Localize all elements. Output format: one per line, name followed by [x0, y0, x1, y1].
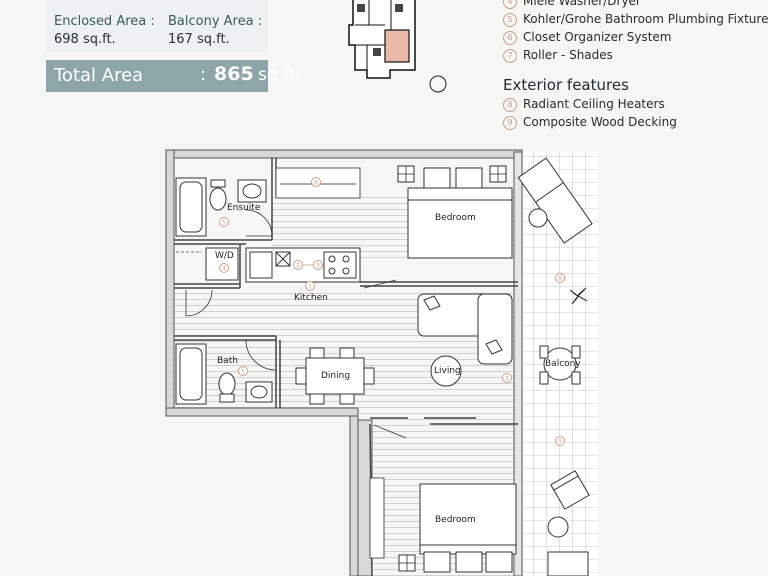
total-area-label: Total Area: [54, 65, 144, 86]
marker-1: 1: [308, 284, 312, 291]
room-label-bath: Bath: [217, 356, 238, 366]
marker-6: 6: [314, 180, 318, 187]
room-label-ensuite: Ensuite: [227, 203, 261, 213]
plant-icon: [569, 287, 588, 305]
key-plan: [348, 0, 416, 79]
room-label-wd: W/D: [215, 251, 234, 261]
enclosed-area-label: Enclosed Area :: [54, 14, 155, 29]
room-label-dining: Dining: [321, 371, 351, 381]
sofa: [417, 293, 513, 365]
area-summary: Enclosed Area : 698 sq.ft. Balcony Area …: [46, 0, 268, 52]
bed-2: [419, 483, 517, 573]
bed-1: [407, 167, 513, 259]
marker-9: 9: [558, 439, 562, 446]
compass-icon: [429, 75, 447, 93]
room-label-bedroom-1: Bedroom: [435, 213, 476, 223]
marker-7: 7: [505, 376, 509, 383]
marker-4: 4: [222, 266, 226, 273]
marker-3: 3: [316, 263, 320, 270]
kitchen-counter: [245, 247, 361, 283]
total-area-box: Total Area : 865 sq.ft.: [46, 60, 301, 92]
marker-5a: 5: [222, 220, 226, 227]
marker-8: 8: [558, 276, 562, 283]
room-label-living: Living: [434, 366, 461, 376]
total-area-unit: sq.ft.: [258, 65, 301, 85]
exterior-features-title: Exterior features: [503, 76, 629, 94]
balcony-area-value: 167 sq.ft.: [168, 32, 230, 47]
balcony-area-label: Balcony Area :: [168, 14, 263, 29]
room-label-bedroom-2: Bedroom: [435, 515, 476, 525]
room-label-balcony: Balcony: [545, 359, 581, 369]
marker-2: 2: [296, 263, 300, 270]
enclosed-area-value: 698 sq.ft.: [54, 32, 116, 47]
room-label-kitchen: Kitchen: [294, 293, 328, 303]
dining-table: [295, 347, 375, 405]
marker-5b: 5: [241, 369, 245, 376]
total-area-value: 865: [214, 63, 254, 85]
living-marker: [430, 355, 462, 387]
balcony-furniture: [517, 157, 593, 576]
total-area-colon: :: [200, 64, 207, 85]
